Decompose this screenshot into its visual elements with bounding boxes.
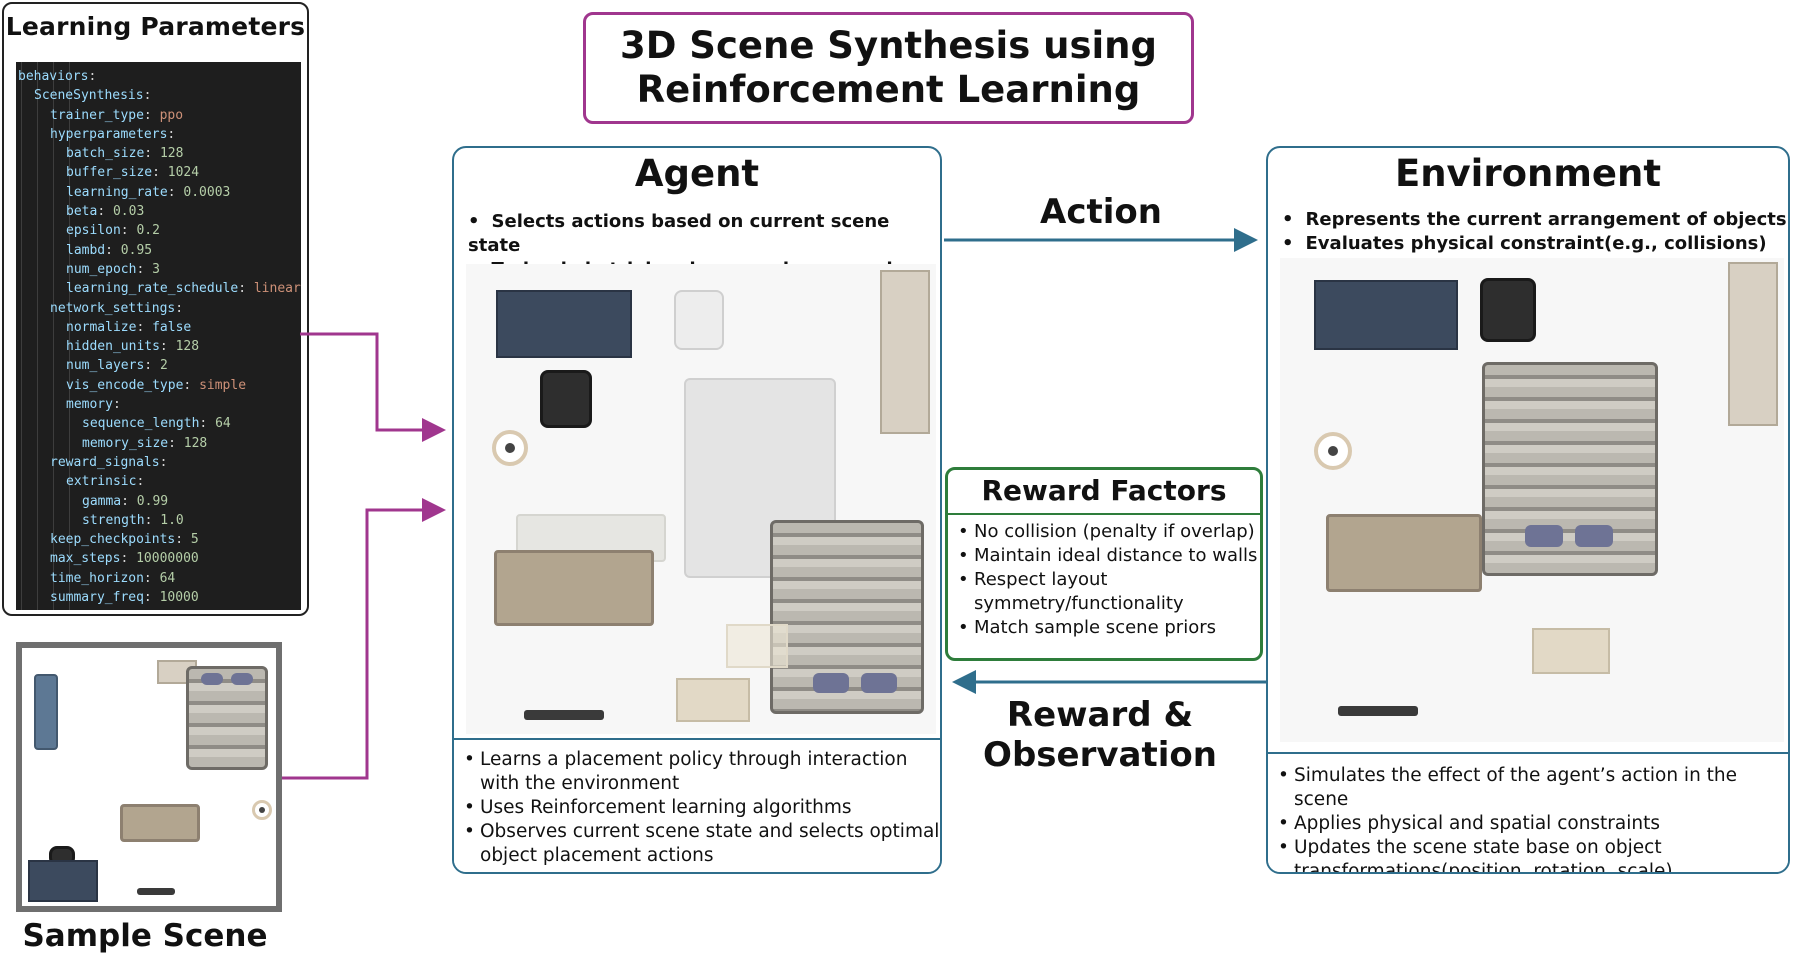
coffee-table (676, 678, 750, 722)
coffee-table (1532, 628, 1610, 674)
reward-factor-item: Maintain ideal distance to walls (956, 544, 1260, 568)
code-line: summary_freq: 10000 (50, 590, 199, 606)
code-line: beta: 0.03 (66, 204, 145, 220)
agent-description: Learns a placement policy through intera… (454, 738, 940, 872)
agent-bottom-bullet: Uses Reinforcement learning algorithms (462, 796, 940, 820)
code-line: batch_size: 128 (66, 146, 184, 162)
shelf (880, 270, 930, 434)
code-line: lambd: 0.95 (66, 242, 153, 258)
sofa (1326, 514, 1482, 592)
code-line: time_horizon: 64 (50, 570, 176, 586)
code-line: keep_checkpoints: 5 (50, 532, 199, 548)
ghost-table (726, 624, 788, 668)
environment-top-bullet: Evaluates physical constraint(e.g., coll… (1282, 232, 1787, 256)
desk (496, 290, 632, 358)
diagram-title: 3D Scene Synthesis using Reinforcement L… (583, 12, 1194, 124)
tv (524, 710, 604, 720)
reward-observation-label: Reward & Observation (983, 695, 1217, 775)
code-line: learning_rate: 0.0003 (66, 184, 231, 200)
lamp (1314, 432, 1352, 470)
code-line: extrinsic: (66, 474, 145, 490)
code-line: num_layers: 2 (66, 358, 168, 374)
code-line: hidden_units: 128 (66, 339, 200, 355)
agent-top-bullet: Selects actions based on current scene s… (468, 210, 940, 258)
code-line: epsilon: 0.2 (66, 223, 160, 239)
tv (1338, 706, 1418, 716)
sample-to-agent-connector (282, 498, 446, 780)
chair (1480, 278, 1536, 342)
agent-bottom-bullet: Observes current scene state and selects… (462, 820, 940, 868)
agent-title: Agent (634, 152, 760, 195)
desk (1314, 280, 1458, 350)
code-line: num_epoch: 3 (66, 261, 160, 277)
sample-scene-label: Sample Scene (22, 918, 268, 954)
params-to-agent-connector (300, 332, 446, 442)
environment-top-bullets: Represents the current arrangement of ob… (1282, 208, 1787, 256)
code-line: SceneSynthesis: (34, 88, 152, 104)
reward-factor-item: Match sample scene priors (956, 616, 1260, 640)
tv (137, 888, 175, 895)
bed (770, 520, 924, 714)
desk (28, 860, 98, 902)
code-line: vis_encode_type: simple (66, 377, 247, 393)
environment-bottom-bullet: Simulates the effect of the agent’s acti… (1276, 764, 1788, 812)
agent-panel: Agent Selects actions based on current s… (452, 146, 942, 874)
code-line: memory: (66, 397, 121, 413)
code-line: memory_size: 128 (82, 435, 208, 451)
learning-parameters-panel: Learning Parameters behaviors: SceneSynth… (2, 2, 309, 616)
action-label: Action (1040, 192, 1162, 232)
sofa (494, 550, 654, 626)
sideboard (34, 674, 58, 750)
code-line: hyperparameters: (50, 126, 176, 142)
environment-description: Simulates the effect of the agent’s acti… (1268, 752, 1788, 872)
reward-factor-item: No collision (penalty if overlap) (956, 520, 1260, 544)
bed (1482, 362, 1658, 576)
lamp (252, 800, 272, 820)
reward-divider (948, 513, 1260, 515)
environment-top-bullet: Represents the current arrangement of ob… (1282, 208, 1787, 232)
environment-bottom-bullet: Applies physical and spatial constraints (1276, 812, 1788, 836)
code-line: behaviors: (18, 69, 97, 84)
code-line: reward_signals: (50, 454, 168, 470)
learning-parameters-title: Learning Parameters (5, 12, 306, 41)
code-line: strength: 1.0 (82, 512, 184, 528)
environment-panel: Environment Represents the current arran… (1266, 146, 1790, 874)
reward-factors-box: Reward Factors No collision (penalty if … (945, 467, 1263, 661)
environment-title: Environment (1394, 152, 1662, 195)
shelf (1728, 262, 1778, 426)
ghost-chair (674, 290, 724, 350)
agent-scene-image (466, 264, 936, 734)
agent-bottom-bullet: Learns a placement policy through intera… (462, 748, 940, 796)
code-line: trainer_type: ppo (50, 107, 184, 123)
code-line: gamma: 0.99 (82, 493, 169, 509)
code-line: normalize: false (66, 319, 192, 335)
sofa (120, 804, 200, 842)
sample-scene-image (16, 642, 282, 912)
chair (540, 370, 592, 428)
code-line: sequence_length: 64 (82, 416, 231, 432)
code-line: buffer_size: 1024 (66, 165, 200, 181)
environment-bottom-bullet: Updates the scene state base on object t… (1276, 836, 1788, 872)
reward-factors-title: Reward Factors (981, 474, 1227, 507)
code-line: max_steps: 10000000 (50, 551, 199, 567)
bed (186, 666, 268, 770)
config-code-block: behaviors: SceneSynthesis: trainer_type: p… (16, 62, 301, 610)
code-line: learning_rate_schedule: linear (66, 281, 301, 297)
code-line: network_settings: (50, 300, 184, 316)
reward-factor-item: Respect layout symmetry/functionality (956, 568, 1260, 616)
lamp (492, 430, 528, 466)
environment-scene-image (1280, 258, 1784, 742)
